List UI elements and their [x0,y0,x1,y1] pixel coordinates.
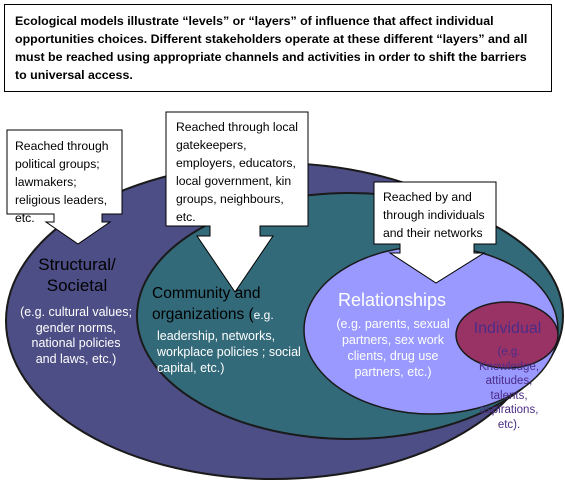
community-callout-text: Reached through local gatekeepers, emplo… [176,120,298,224]
community-title-text: Community and organizations ( [152,285,261,323]
individual-layer-ellipse [455,301,559,369]
structural-layer-title: Structural/ Societal [38,255,116,295]
individual-layer-title: Individual [473,320,542,337]
relationships-callout-arrow [373,181,497,284]
structural-layer-examples: (e.g. cultural values; gender norms, nat… [20,305,132,366]
structural-callout-arrow [6,129,123,245]
community-layer-examples: leadership, networks, workplace policies… [157,329,301,375]
intro-text: Ecological models illustrate “levels” or… [15,14,528,82]
relationships-layer-examples: (e.g. parents, sexual partners, sex work… [336,317,450,379]
intro-text-box: Ecological models illustrate “levels” or… [4,4,552,92]
community-layer-title: Community and organizations (e.g. [152,283,322,326]
community-callout-arrow [165,111,309,293]
structural-callout-text: Reached through political groups; lawmak… [15,139,109,225]
community-title-eg: e.g. [253,308,274,322]
relationships-layer-title: Relationships [337,290,447,310]
relationships-callout-text: Reached by and through individuals and t… [383,190,485,240]
individual-layer-examples: (e.g. Knowledge, attitudes, talents, asp… [478,346,540,431]
